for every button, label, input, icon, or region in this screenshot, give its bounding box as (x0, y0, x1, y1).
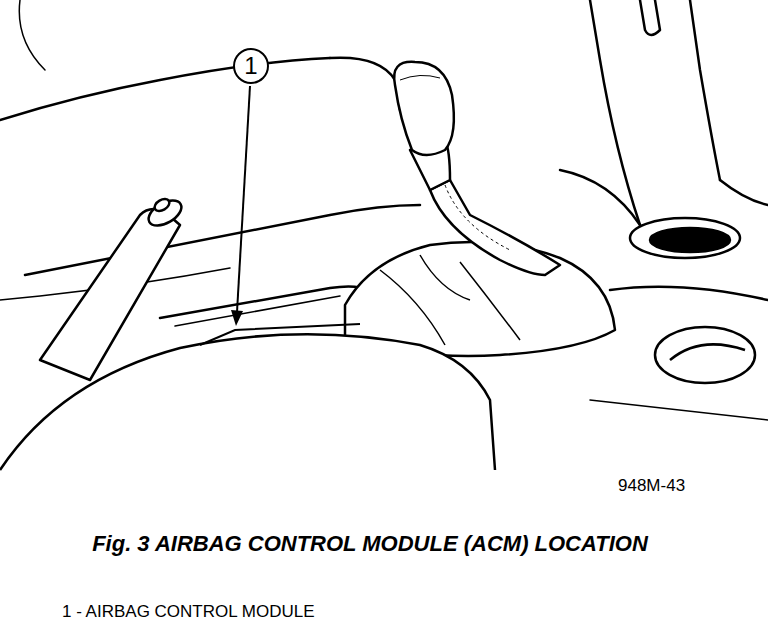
cup-holder-opening (650, 228, 730, 252)
console-slot (160, 286, 370, 318)
console-contour (590, 400, 768, 420)
knob-pattern (400, 75, 440, 80)
boot-folds (380, 255, 520, 345)
shift-knob (394, 62, 454, 155)
callout-circle: 1 (233, 48, 269, 84)
legend-text: 1 - AIRBAG CONTROL MODULE (62, 602, 315, 622)
cup-holder (655, 327, 755, 383)
cup-holders (630, 218, 755, 383)
bracket (640, 0, 660, 35)
armrest-fill (0, 334, 500, 500)
console-slot (175, 296, 340, 326)
brake-button-top (153, 197, 172, 214)
figure-caption: Fig. 3 AIRBAG CONTROL MODULE (ACM) LOCAT… (80, 528, 660, 560)
dash-edge (330, 58, 400, 110)
cup-holder (630, 218, 740, 258)
shifter (345, 62, 615, 356)
leader-arrowhead (231, 310, 243, 326)
shift-lever-boot (430, 180, 560, 275)
leader-line (237, 86, 250, 312)
pillar (690, 0, 720, 180)
dash-edge (0, 58, 330, 120)
boot-stitch (445, 185, 510, 250)
cup-holder-rim (670, 344, 745, 360)
armrest (0, 334, 495, 470)
figure-code: 948M-43 (618, 476, 685, 496)
console-contour (610, 287, 768, 300)
module-cover-edge (200, 324, 360, 345)
brake-button (144, 195, 185, 230)
callout-number: 1 (244, 54, 257, 78)
pillar (720, 180, 768, 205)
pillar (590, 0, 640, 225)
console-edge (25, 205, 420, 275)
seat-seam (19, 0, 45, 70)
